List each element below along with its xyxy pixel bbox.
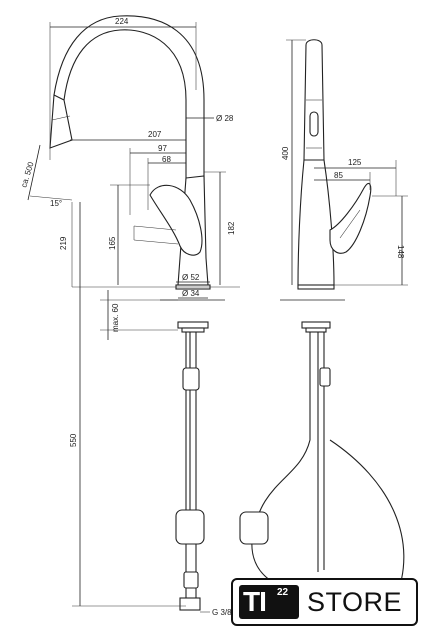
front-spray-slot	[309, 111, 319, 137]
dim-hole-dia: Ø 34	[182, 289, 200, 298]
front-body	[297, 159, 335, 286]
hose-fitting-mid	[175, 509, 205, 545]
dim-width-top: 224	[115, 17, 129, 26]
front-view: 400 125 85 148	[239, 39, 408, 601]
dim-lever-68: 68	[162, 155, 171, 164]
dim-max-thickness: max. 60	[111, 303, 120, 332]
logo-ti-superscript: 22	[277, 587, 289, 598]
dim-reach: 207	[148, 130, 162, 139]
spray-head	[49, 94, 73, 149]
dim-lever-97: 97	[158, 144, 167, 153]
spout-arc-inner	[53, 15, 205, 180]
logo-ti-text: TI	[243, 586, 267, 617]
dim-lever-height-165: 165	[108, 236, 117, 250]
mounting-nut	[177, 321, 209, 329]
tap-lever	[149, 184, 203, 256]
spout-arc	[63, 29, 187, 180]
dim-connection: G 3/8	[212, 608, 232, 617]
store-logo: TI 22 STORE	[231, 578, 418, 626]
dim-total-height: 219	[59, 236, 68, 250]
dim-125: 125	[348, 158, 362, 167]
dim-hose-length: 550	[69, 433, 78, 447]
logo-ti-block: TI 22	[239, 585, 299, 619]
front-hose-fitting	[239, 511, 269, 545]
hose-connector	[179, 597, 201, 611]
dim-angle: 15°	[50, 199, 62, 208]
dim-height-400: 400	[281, 146, 290, 160]
dim-spout-dia: Ø 28	[216, 114, 234, 123]
dim-85: 85	[334, 171, 343, 180]
dim-base-dia: Ø 52	[182, 273, 200, 282]
logo-store-text: STORE	[307, 587, 403, 617]
hose-fitting-upper	[182, 367, 200, 391]
dim-148: 148	[396, 245, 405, 259]
side-view: 224 207 Ø 28 97 68 ca. 500 15° 219 165 1…	[19, 15, 240, 617]
front-lever	[329, 182, 372, 254]
dim-lever-height-182: 182	[227, 221, 236, 235]
